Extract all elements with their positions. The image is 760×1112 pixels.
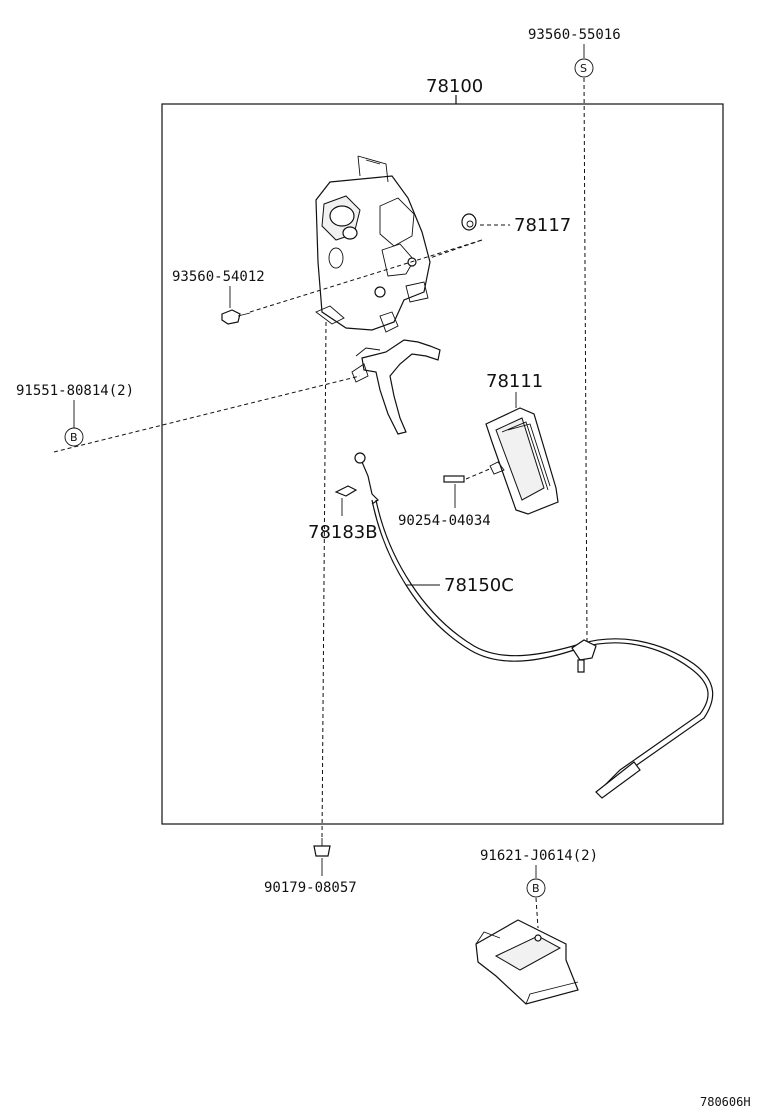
dashed-line-90254-04034	[465, 467, 493, 480]
pedal-pad-78111	[485, 407, 559, 515]
pedal-bracket-assembly	[315, 155, 431, 333]
assembly-frame	[161, 103, 724, 825]
part-label-78183b: 78183B	[308, 522, 378, 543]
pin-90254-04034	[443, 475, 465, 483]
dashed-line-90179-08057	[321, 321, 327, 839]
svg-text:B: B	[532, 882, 540, 895]
assembly-number-label: 78100	[426, 76, 483, 97]
part-label-78111: 78111	[486, 371, 543, 392]
bumper-part-78117	[461, 213, 477, 231]
part-label-78117: 78117	[514, 215, 571, 236]
svg-text:B: B	[70, 431, 78, 444]
part-label-93560-55016: 93560-55016	[528, 27, 621, 43]
part-label-90179-08057: 90179-08057	[264, 880, 357, 896]
reference-mark-b-left: B	[64, 427, 84, 447]
reference-mark-s: S	[574, 58, 594, 78]
dashed-line-91551-80814	[53, 375, 361, 453]
bolt-93560-54012	[221, 309, 251, 325]
part-label-78150c: 78150C	[444, 575, 514, 596]
part-label-93560-54012: 93560-54012	[172, 269, 265, 285]
part-label-90254-04034: 90254-04034	[398, 513, 491, 529]
dashed-line-91621-j0614	[535, 897, 539, 929]
figure-code: 780606H	[700, 1095, 751, 1109]
dashed-line-s	[583, 77, 588, 643]
clip-78183b	[334, 485, 358, 497]
svg-text:S: S	[580, 62, 587, 75]
floor-bracket	[475, 919, 579, 1005]
part-label-91551-80814: 91551-80814(2)	[16, 383, 134, 399]
dashed-line-93560-54012	[249, 239, 483, 313]
accelerator-cable-78150c	[354, 452, 714, 799]
pedal-arm	[351, 339, 441, 435]
part-label-91621-j0614: 91621-J0614(2)	[480, 848, 598, 864]
grommet-90179-08057	[313, 838, 331, 857]
reference-mark-b-bottom: B	[526, 878, 546, 898]
